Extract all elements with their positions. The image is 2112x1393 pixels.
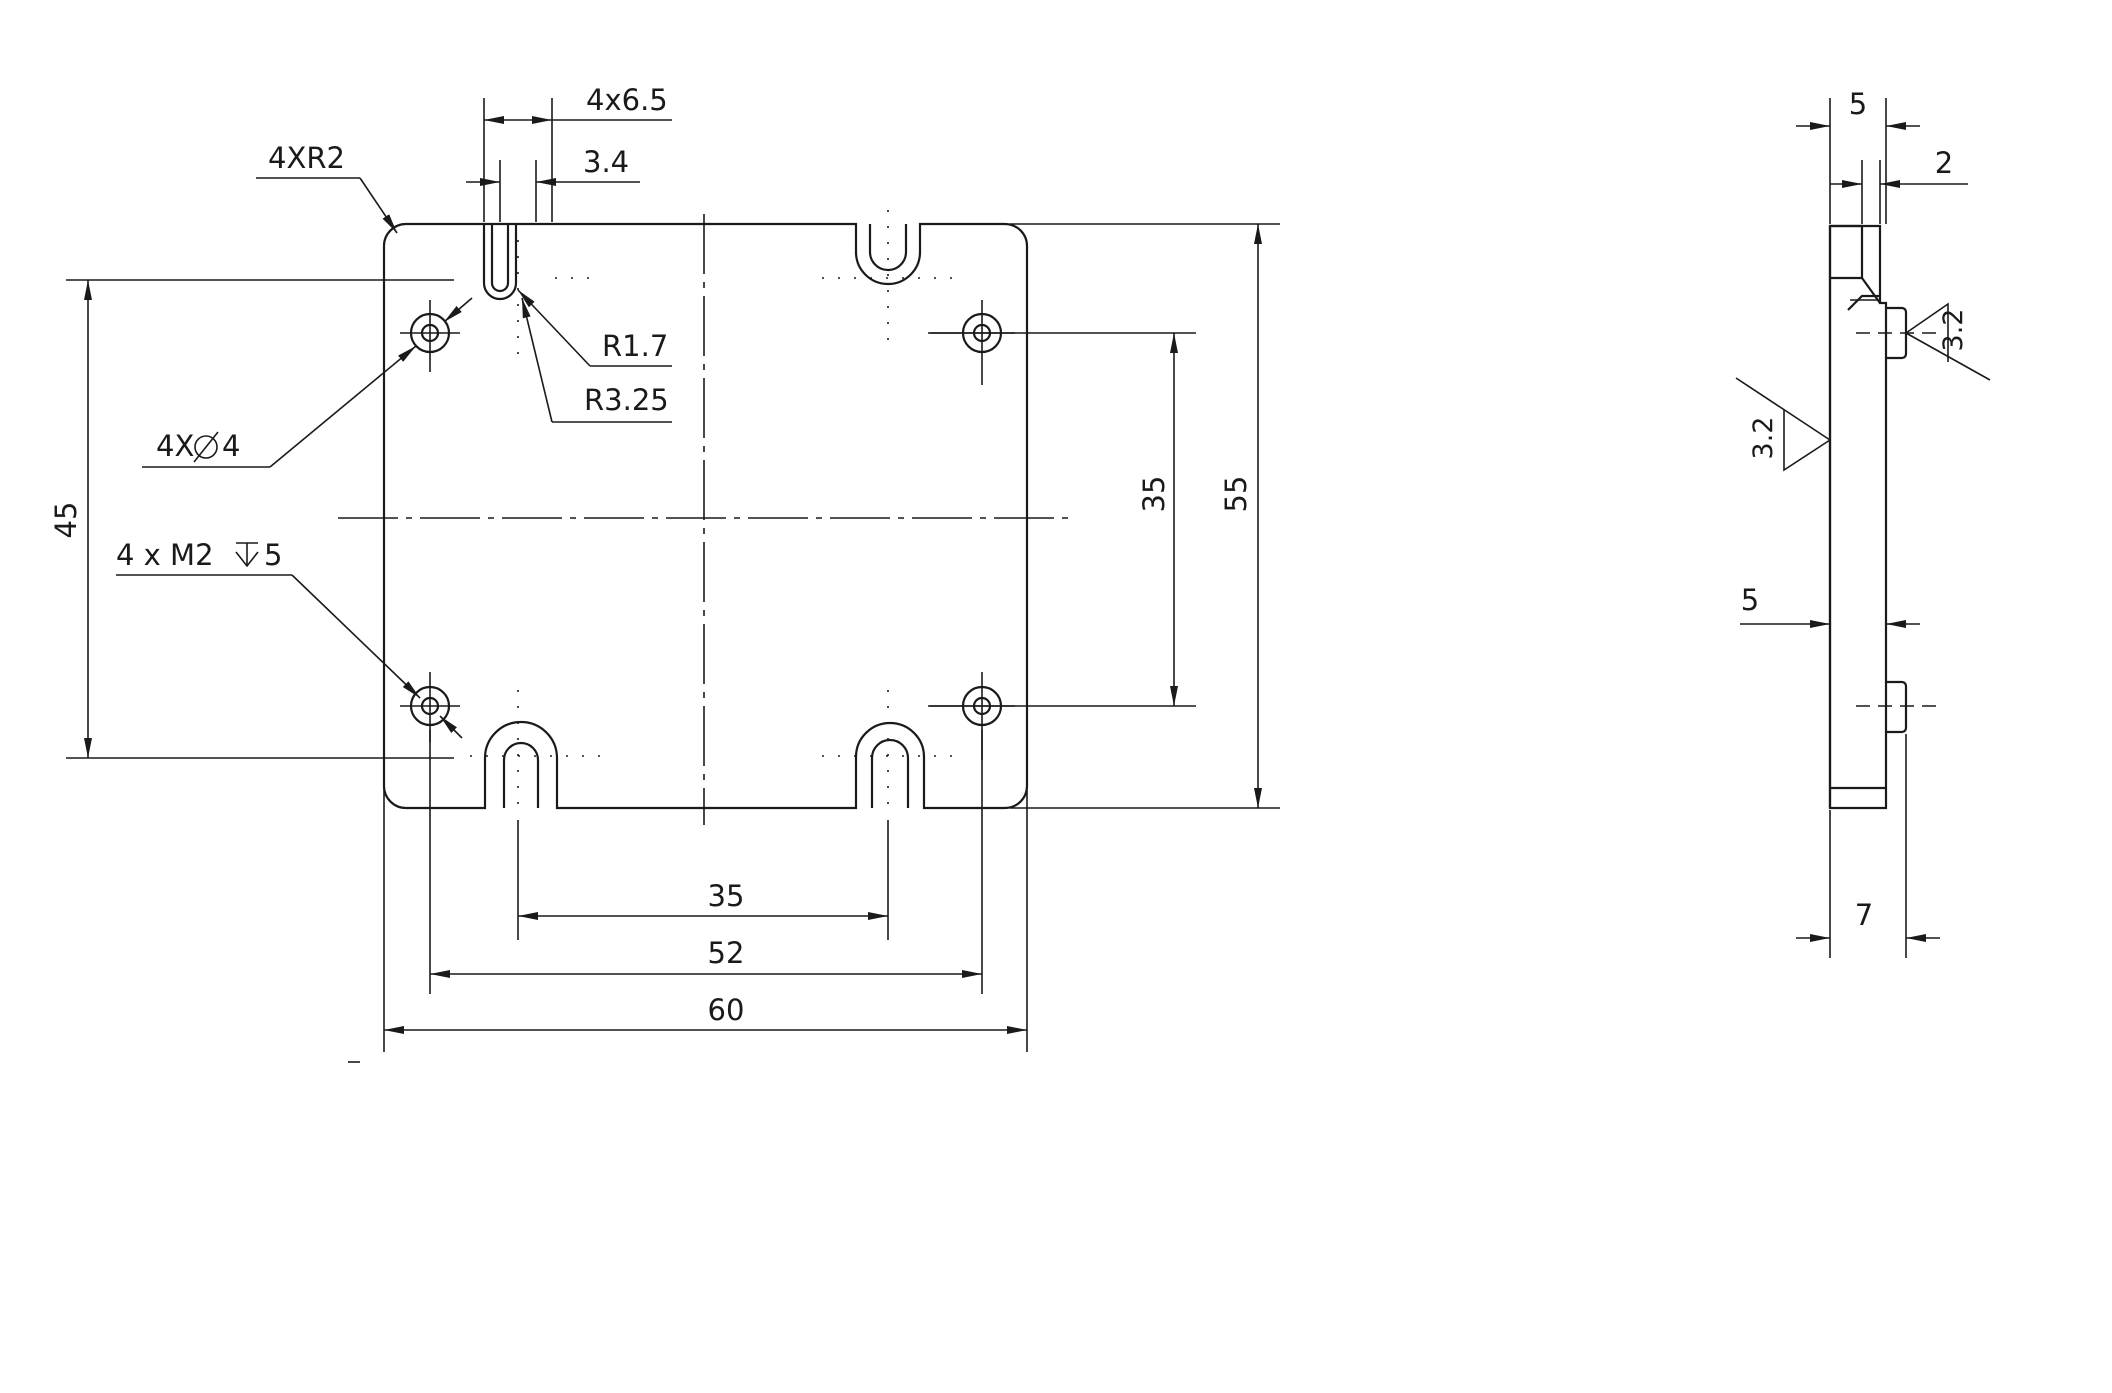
dim-hole-pitch-horizontal: 52 xyxy=(708,936,745,970)
dim-hole-pitch-vertical-left: 45 xyxy=(49,502,83,539)
dim-overall-width: 60 xyxy=(708,993,745,1027)
slot-top-right-inner xyxy=(868,224,908,272)
note-tapped-holes: 4 x M2 xyxy=(116,538,214,572)
note-slot-radius-small: R1.7 xyxy=(602,329,668,363)
finish-left-value: 3.2 xyxy=(1748,417,1779,460)
side-body xyxy=(1828,224,1888,810)
side-boss-bottom xyxy=(1886,680,1908,734)
dim-bottom-total: 7 xyxy=(1855,898,1873,932)
side-view: 5 2 3.2 3.2 5 7 xyxy=(1735,87,1991,958)
slot-bottom-right-inner xyxy=(870,738,910,808)
diameter-icon xyxy=(193,431,219,463)
depth-icon xyxy=(235,542,259,568)
dim-hole-pitch-vertical-right: 35 xyxy=(1137,476,1171,513)
note-slot-radius-large: R3.25 xyxy=(584,383,669,417)
note-slot-width: 4x6.5 xyxy=(586,83,668,117)
note-through-holes: 4X xyxy=(156,429,194,463)
dim-plate-thickness: 5 xyxy=(1741,583,1759,617)
note-slot-inner-width: 3.4 xyxy=(583,145,629,179)
dim-overall-height: 55 xyxy=(1219,476,1253,513)
note-corner-radius: 4XR2 xyxy=(268,141,345,175)
finish-right-value: 3.2 xyxy=(1938,309,1969,352)
surface-finish-right xyxy=(1905,302,1991,381)
dim-top-offset: 2 xyxy=(1935,146,1953,180)
plate-outline xyxy=(382,222,1029,810)
note-tapped-depth: 5 xyxy=(264,538,282,572)
note-through-holes-dia: 4 xyxy=(222,429,240,463)
front-view: 4x6.5 3.4 4XR2 R1.7 R3.25 4X 4 4 x M2 xyxy=(49,83,1280,1063)
slot-top-left-inner xyxy=(490,224,510,293)
dim-top-step-width: 5 xyxy=(1849,87,1867,121)
slot-bottom-left-inner xyxy=(502,741,540,808)
surface-finish-left xyxy=(1735,377,1831,472)
dim-slot-pitch: 35 xyxy=(708,879,745,913)
